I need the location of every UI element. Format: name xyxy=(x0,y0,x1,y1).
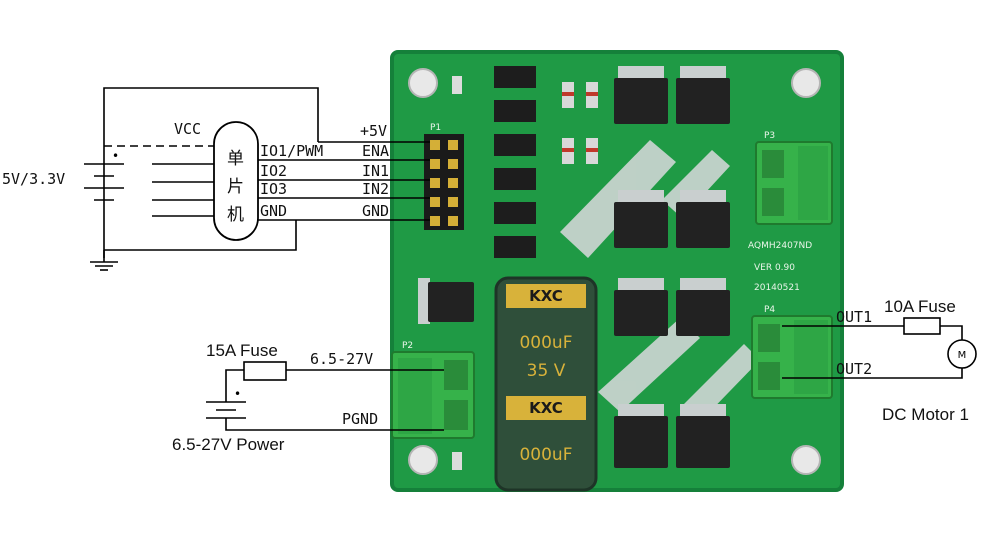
cap-brand-bottom: KXC xyxy=(529,399,563,417)
mcu-pin-gnd: GND xyxy=(260,202,287,220)
silk-date: 20140521 xyxy=(754,283,800,293)
power-wiring: • xyxy=(206,361,444,431)
mcu-pin-io3: IO3 xyxy=(260,180,287,198)
power-in-top-label: 6.5-27V xyxy=(310,350,373,368)
silk-p1: P1 xyxy=(430,123,441,133)
fuse-15a-label: 15A Fuse xyxy=(206,341,278,360)
power-label: 6.5-27V Power xyxy=(172,435,285,454)
cap-value-1: 000uF xyxy=(519,333,572,353)
silk-model: AQMH2407ND xyxy=(748,241,812,251)
pcb-board: KXC KXC 000uF 35 V 000uF P1 P2 P3 xyxy=(390,50,844,492)
cap-brand-top: KXC xyxy=(529,287,563,305)
svg-text:•: • xyxy=(234,387,241,401)
fuse-15a-symbol xyxy=(243,361,287,381)
motor-wiring: M xyxy=(782,317,977,379)
ground-symbol xyxy=(90,250,118,271)
electrolytic-capacitor: KXC KXC 000uF 35 V 000uF xyxy=(494,276,598,492)
board-pin-5v: +5V xyxy=(360,122,387,140)
svg-text:•: • xyxy=(112,149,119,163)
mcu-wiring: • xyxy=(84,87,430,271)
motor-symbol xyxy=(947,339,977,369)
fuse-10a-symbol xyxy=(903,317,941,335)
motor-label: DC Motor 1 xyxy=(882,405,969,424)
driver-chip-column xyxy=(494,66,536,258)
silk-version: VER 0.90 xyxy=(754,263,795,273)
board-pin-in1: IN1 xyxy=(362,162,389,180)
led-ds2 xyxy=(452,452,462,470)
mcu-char-1: 单 xyxy=(227,149,244,169)
cap-voltage: 35 V xyxy=(527,361,566,381)
mcu-pin-io1: IO1/PWM xyxy=(260,142,323,160)
smd-diodes xyxy=(562,82,598,164)
cap-value-2: 000uF xyxy=(519,445,572,465)
silk-p3: P3 xyxy=(764,131,775,141)
fuse-10a-label: 10A Fuse xyxy=(884,297,956,316)
mcu-char-3: 机 xyxy=(227,205,244,225)
out2-label: OUT2 xyxy=(836,360,872,378)
battery-symbol: • xyxy=(84,149,124,201)
board-pin-gnd: GND xyxy=(362,202,389,220)
supply-voltage-label: 5V/3.3V xyxy=(2,170,65,188)
terminal-p2 xyxy=(391,351,475,439)
vcc-label: VCC xyxy=(174,120,201,138)
silk-p2: P2 xyxy=(402,341,413,351)
mounting-holes xyxy=(408,68,821,475)
board-pin-ena: ENA xyxy=(362,142,389,160)
motor-symbol-letter: M xyxy=(958,350,967,361)
terminal-p4 xyxy=(751,315,833,399)
mcu-char-2: 片 xyxy=(227,177,244,197)
mosfet-array xyxy=(418,66,730,468)
silk-p4: P4 xyxy=(764,305,775,315)
led-ds1 xyxy=(452,76,462,94)
out1-label: OUT1 xyxy=(836,308,872,326)
pgnd-label: PGND xyxy=(342,410,378,428)
mcu-block xyxy=(213,121,259,241)
board-pin-in2: IN2 xyxy=(362,180,389,198)
terminal-p3 xyxy=(755,141,833,225)
header-p1 xyxy=(424,134,464,230)
mcu-pin-io2: IO2 xyxy=(260,162,287,180)
